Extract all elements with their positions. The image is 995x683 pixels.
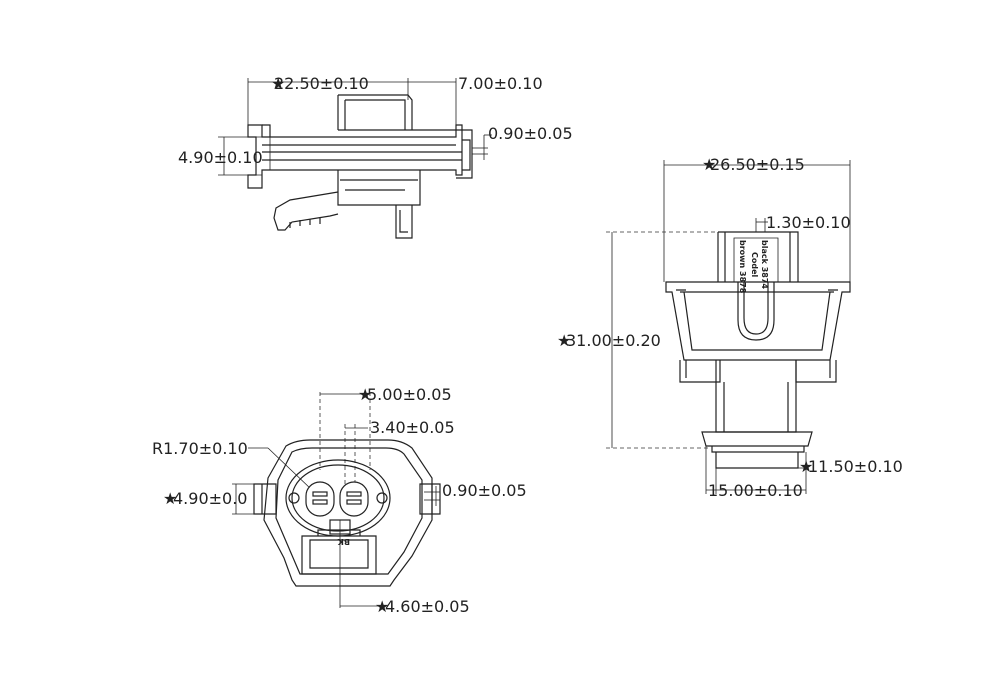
front-label-line2: Codel <box>750 252 759 278</box>
front-slot-dimension: 1.30±0.10 <box>766 213 851 232</box>
front-label-line1: black 3874 <box>760 240 769 289</box>
side-view <box>218 78 492 239</box>
front-width-star: ★ <box>702 155 716 174</box>
side-tab-dimension: 7.00±0.10 <box>458 74 543 93</box>
end-radius-dimension: R1.70±0.10 <box>152 439 248 458</box>
front-width-dimension: 26.50±0.15 <box>710 155 805 174</box>
end-contact-dimension: 3.40±0.05 <box>370 418 455 437</box>
front-base-dimension: 15.00±0.10 <box>708 481 803 500</box>
end-offset-star: ★ <box>375 597 389 616</box>
front-neck-dimension: 11.50±0.10 <box>808 457 903 476</box>
side-width-star: ★ <box>271 74 285 93</box>
end-code-mark: BK <box>337 537 350 546</box>
end-height-star: ★ <box>163 489 177 508</box>
end-view <box>232 392 441 608</box>
side-thickness-dimension: 0.90±0.05 <box>488 124 573 143</box>
side-width-dimension: 22.50±0.10 <box>274 74 369 93</box>
side-height-dimension: 4.90±0.10 <box>178 148 263 167</box>
front-label-line3: brown 3878 <box>738 240 747 294</box>
front-view <box>606 160 851 494</box>
end-offset-dimension: 4.60±0.05 <box>385 597 470 616</box>
front-height-star: ★ <box>557 331 571 350</box>
front-neck-star: ★ <box>799 457 813 476</box>
end-height-dimension: 4.90±0.0 <box>173 489 247 508</box>
end-pitch-dimension: 5.00±0.05 <box>367 385 452 404</box>
front-height-dimension: 31.00±0.20 <box>566 331 661 350</box>
end-thickness-dimension: 0.90±0.05 <box>442 481 527 500</box>
end-pitch-star: ★ <box>358 385 372 404</box>
